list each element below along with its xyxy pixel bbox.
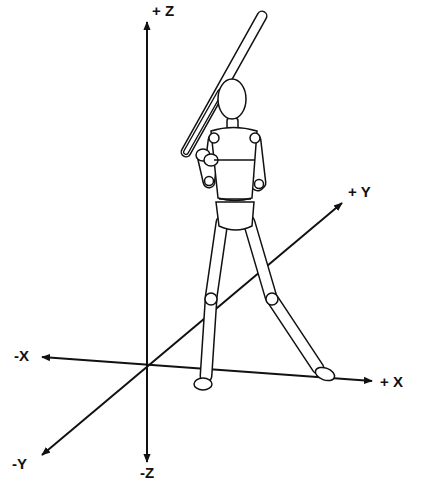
axis-label: -Z	[140, 465, 154, 480]
axis-lines	[42, 22, 372, 462]
axis-label: -Y	[12, 456, 27, 471]
axis-label: -X	[14, 348, 29, 363]
mannequin-figure	[194, 79, 336, 390]
axis-label: + Y	[348, 184, 371, 199]
axis-label: + X	[380, 374, 403, 389]
axis-label: + Z	[152, 3, 174, 18]
